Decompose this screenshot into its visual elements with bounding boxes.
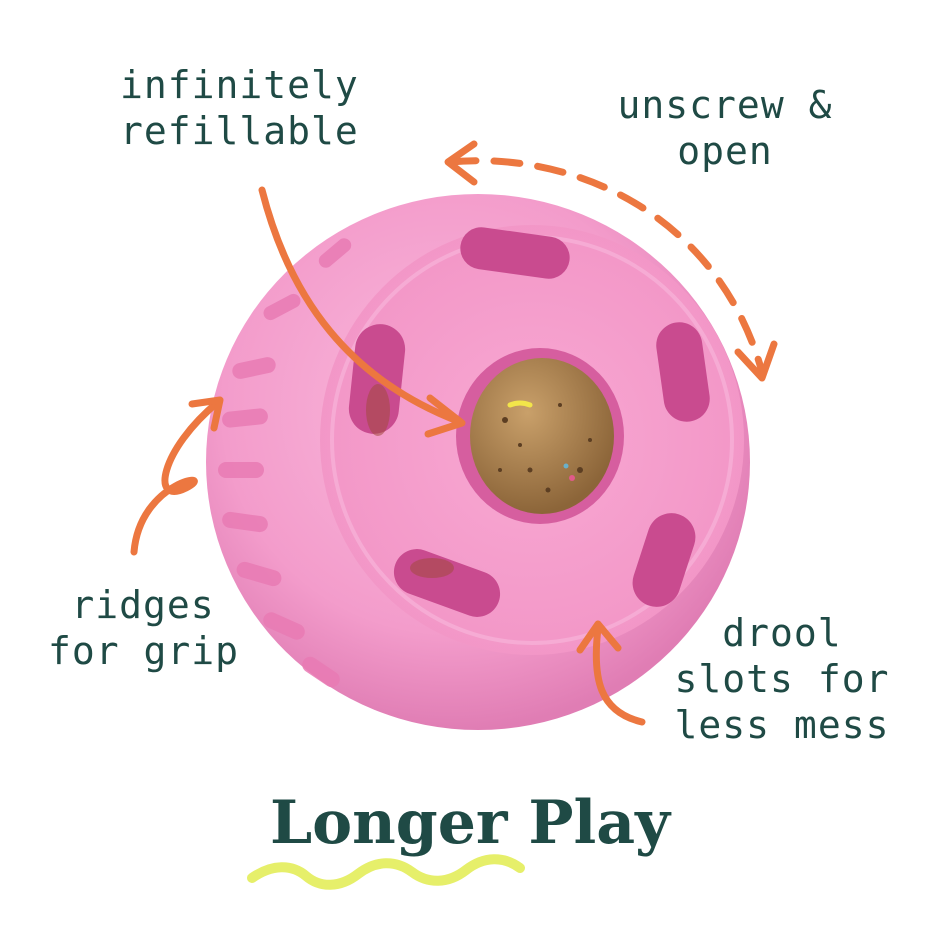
unscrew-callout: unscrew & open (600, 82, 850, 174)
callout-line: unscrew & (617, 83, 833, 127)
drool-arrow-icon (576, 620, 646, 726)
ridges-callout: ridges for grip (48, 582, 238, 674)
refillable-callout: infinitely refillable (120, 62, 359, 154)
callout-line: open (677, 129, 773, 173)
ridges-arrow-icon (130, 396, 224, 556)
callout-line: drool (722, 611, 842, 655)
callout-line: slots for (674, 657, 890, 701)
refill-arrow-icon (258, 186, 466, 438)
headline: Longer Play (269, 788, 671, 858)
callout-line: ridges (71, 583, 215, 627)
callout-line: for grip (48, 629, 240, 673)
callout-line: less mess (674, 703, 890, 747)
drool-callout: drool slots for less mess (672, 610, 892, 748)
callout-line: infinitely (120, 63, 359, 107)
squiggle-underline (247, 854, 525, 890)
unscrew-arrow-icon (444, 140, 778, 382)
treat-image (470, 358, 614, 514)
callout-line: refillable (120, 109, 359, 153)
